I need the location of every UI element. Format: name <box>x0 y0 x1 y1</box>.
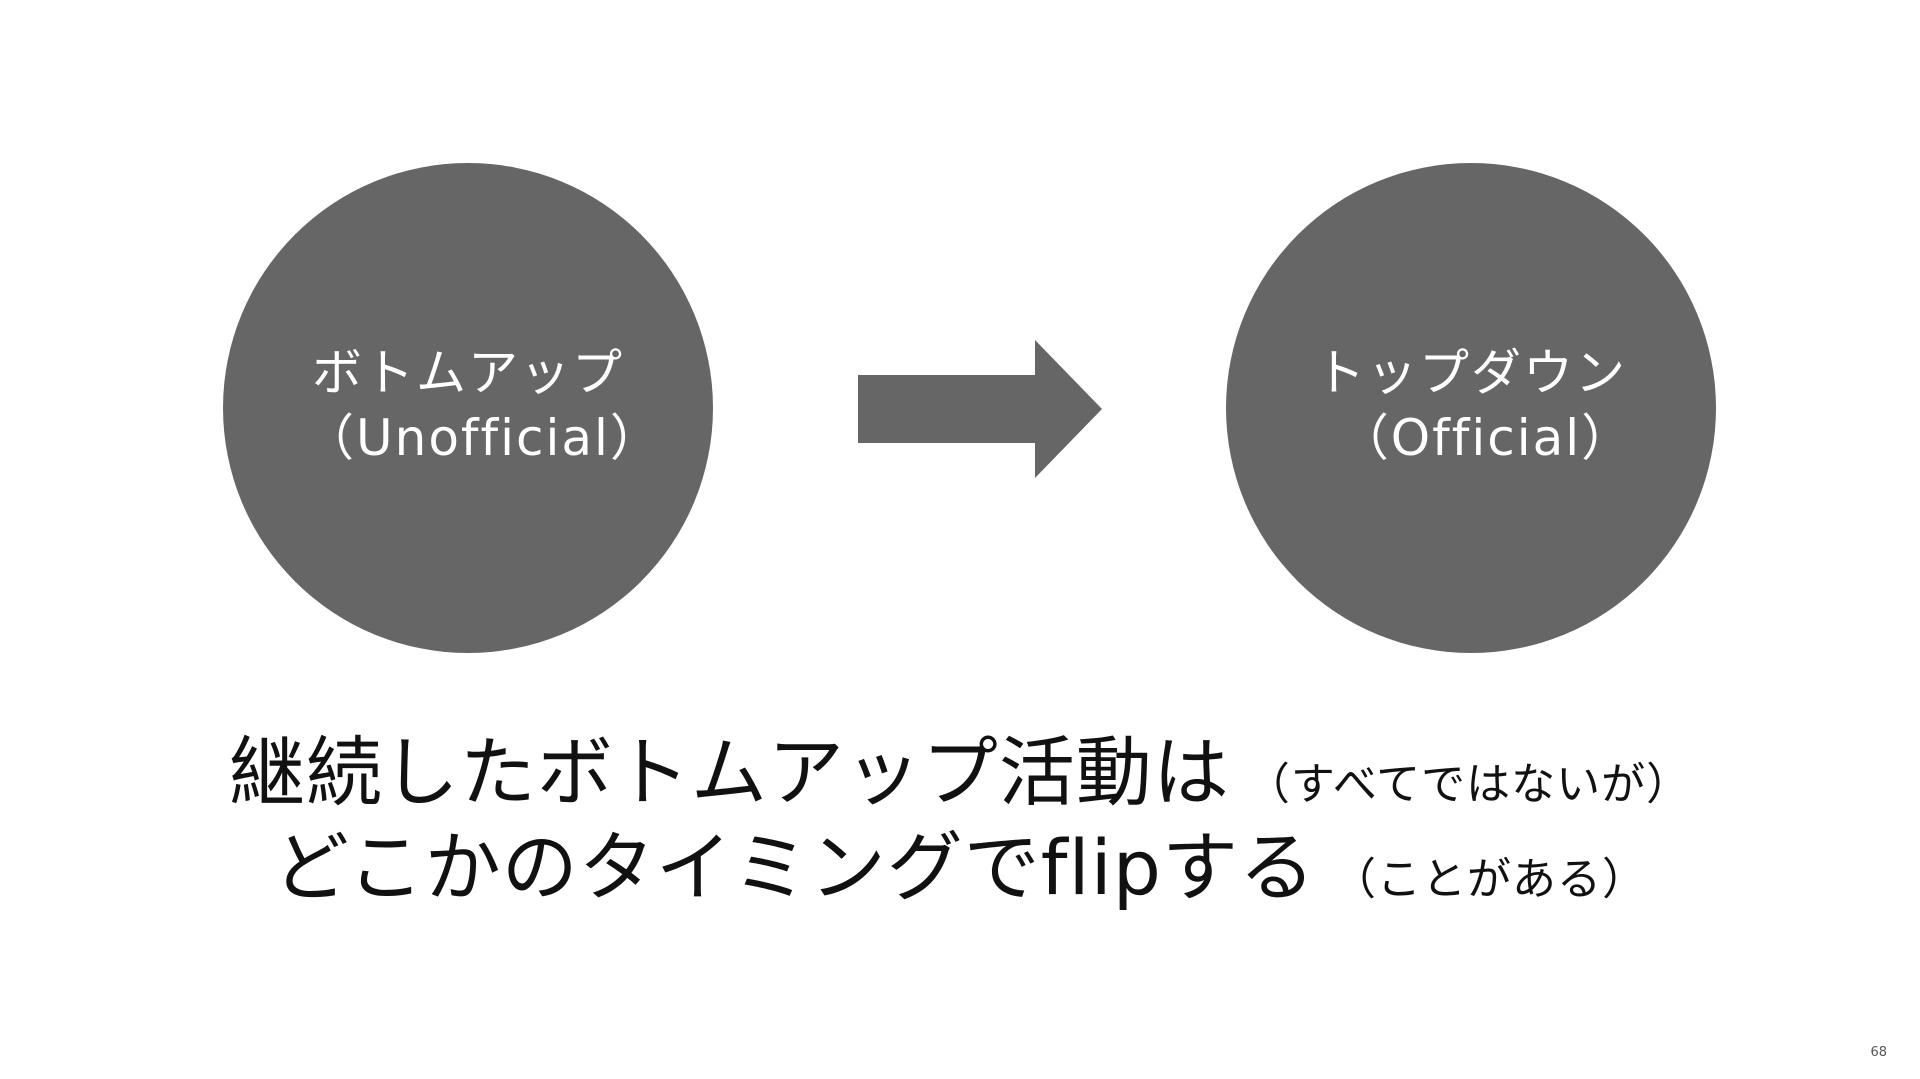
top-down-sublabel: （Official） <box>1338 409 1634 467</box>
page-number: 68 <box>1870 1045 1887 1060</box>
top-down-label: トップダウン <box>1315 344 1627 402</box>
caption-line-1-note: （すべてではないが） <box>1245 759 1692 810</box>
bottom-up-sublabel: （Unofficial） <box>304 409 662 467</box>
top-down-circle: トップダウン （Official） <box>1226 163 1716 653</box>
caption-line-1: 継続したボトムアップ活動は （すべてではないが） <box>0 728 1920 830</box>
caption-line-1-main: 継続したボトムアップ活動は <box>228 728 1230 817</box>
caption-line-2-note: （ことがある） <box>1331 854 1647 905</box>
caption-line-2: どこかのタイミングでflipする （ことがある） <box>0 823 1920 925</box>
bottom-up-circle: ボトムアップ （Unofficial） <box>223 163 713 653</box>
bottom-up-label: ボトムアップ <box>312 344 624 402</box>
caption-line-2-main: どこかのタイミングでflipする <box>273 823 1316 912</box>
right-arrow-icon <box>858 340 1102 478</box>
